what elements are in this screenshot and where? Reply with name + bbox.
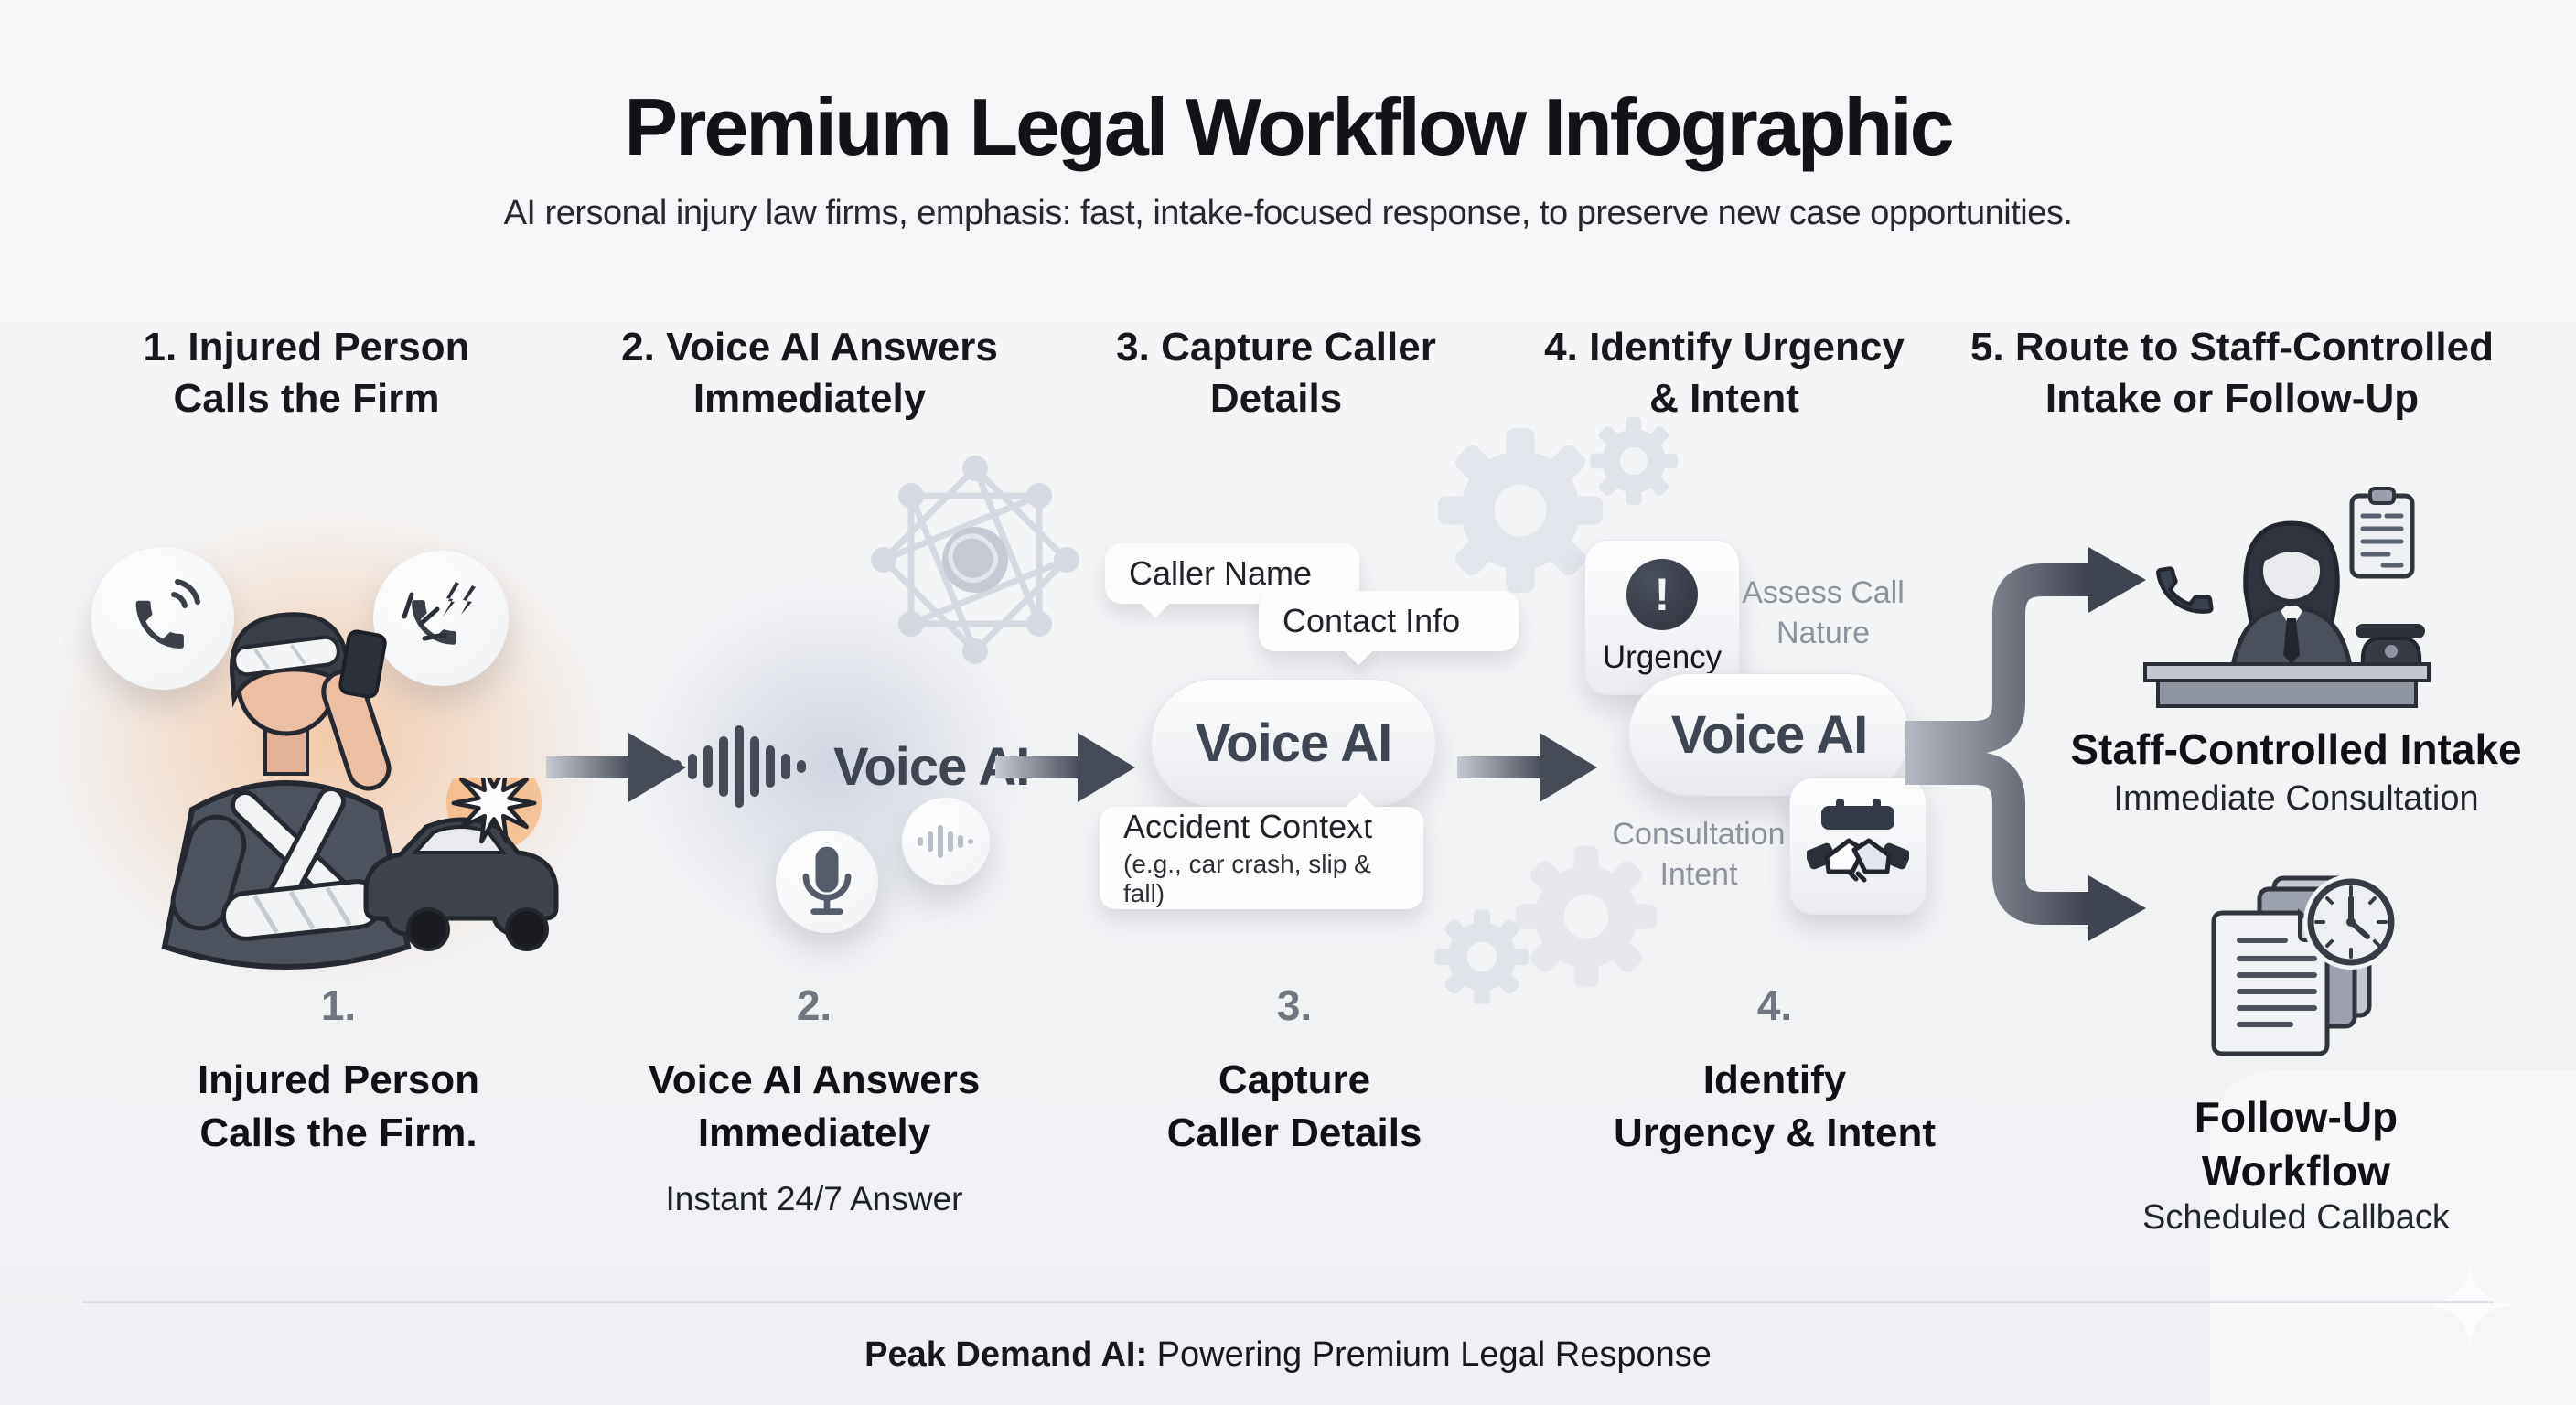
desk-phone-icon (2356, 624, 2425, 666)
microphone-badge (776, 831, 878, 933)
staff-intake-sub: Immediate Consultation (2113, 779, 2479, 818)
accident-context-label: Accident Context (1123, 808, 1373, 846)
arrow-icon (995, 733, 1135, 802)
accident-context-bubble: Accident Context (e.g., car crash, slip … (1100, 807, 1423, 909)
receptionist-desk-icon (2143, 487, 2431, 708)
neural-network-icon (871, 456, 1079, 664)
page-subtitle: AI rersonal injury law firms, emphasis: … (503, 194, 2073, 232)
step-header-5: 5. Route to Staff-Controlled Intake or F… (1970, 325, 2494, 421)
handshake-calendar-card (1789, 778, 1927, 915)
assess-call-nature-note: Assess Call Nature (1742, 575, 1905, 651)
caption-number: 3. (1276, 981, 1313, 1029)
head-bandage (232, 635, 340, 677)
sparkle-icon (2428, 1263, 2512, 1347)
phone-ringing-icon (135, 579, 200, 649)
urgency-label: Urgency (1602, 639, 1723, 675)
arrow-icon (546, 733, 686, 802)
handset-icon (2156, 566, 2214, 614)
documents-clock-icon (2211, 874, 2399, 1056)
caller-name-label: Caller Name (1129, 554, 1313, 592)
caption-number: 4. (1756, 981, 1793, 1029)
staff-intake-title: Staff-Controlled Intake (2070, 725, 2522, 773)
waveform-icon (672, 725, 806, 808)
lightning-bolts (443, 582, 476, 617)
phone-ringing-badge (91, 547, 234, 690)
tagline-text: Powering Premium Legal Response (1147, 1335, 1712, 1374)
voice-ai-pill-step4: Voice AI (1628, 673, 1910, 796)
caption-label: Voice AI Answers Immediately (648, 1057, 981, 1156)
step-header-2: 2. Voice AI Answers Immediately (621, 325, 998, 421)
caption-step-1: 1. Injured Person Calls the Firm. (101, 981, 576, 1160)
followup-sub: Scheduled Callback (2142, 1198, 2450, 1237)
caption-label: Identify Urgency & Intent (1613, 1057, 1937, 1156)
handshake-calendar-icon (1807, 799, 1909, 883)
exclamation-icon: ! (1626, 559, 1698, 630)
page-title: Premium Legal Workflow Infographic (624, 81, 1954, 172)
clock-icon (2303, 874, 2399, 970)
corner-decor (2210, 1070, 2576, 1405)
consultation-intent-note: Consultation Intent (1612, 817, 1786, 893)
accident-context-sub: (e.g., car crash, slip & fall) (1123, 849, 1371, 907)
footer-tagline: Peak Demand AI: Powering Premium Legal R… (0, 1335, 2576, 1375)
bandaged-forearm (220, 879, 383, 941)
followup-title: Follow-Up Workflow (2194, 1093, 2399, 1195)
mini-waveform-icon (918, 825, 973, 858)
voice-ai-label: Voice AI (1195, 713, 1392, 773)
brand-name: Peak Demand AI: (864, 1335, 1148, 1374)
step-header-1: 1. Injured Person Calls the Firm (143, 325, 470, 421)
contact-info-bubble: Contact Info (1259, 591, 1519, 651)
mobile-phone (338, 629, 387, 699)
caption-number: 1. (320, 981, 357, 1029)
arrow-icon (1457, 733, 1597, 802)
injured-person-illustration (161, 592, 447, 970)
footer-divider (82, 1301, 2494, 1303)
caption-step-2: 2. Voice AI Answers Immediately Instant … (576, 981, 1052, 1218)
caption-number: 2. (796, 981, 832, 1029)
step-header-3: 3. Capture Caller Details (1116, 325, 1436, 421)
caption-label: Capture Caller Details (1166, 1057, 1422, 1156)
caption-step-4: 4. Identify Urgency & Intent (1537, 981, 2012, 1160)
caption-step-3: 3. Capture Caller Details (1057, 981, 1532, 1160)
voice-ai-label: Voice AI (1670, 704, 1868, 765)
branch-arrows (1905, 547, 2146, 941)
mini-waveform-badge (902, 798, 990, 885)
step-header-4: 4. Identify Urgency & Intent (1544, 325, 1905, 421)
urgency-card: ! Urgency (1584, 540, 1740, 695)
clipboard-icon (2349, 487, 2415, 579)
exclamation-glyph: ! (1654, 569, 1670, 620)
caption-label: Injured Person Calls the Firm. (197, 1057, 480, 1156)
car-crash-icon (363, 778, 559, 951)
microphone-icon (802, 846, 852, 915)
caption-sub: Instant 24/7 Answer (665, 1180, 963, 1218)
staff-woman (2229, 520, 2354, 669)
crash-starburst (451, 778, 537, 844)
contact-info-label: Contact Info (1283, 602, 1461, 639)
desk (2143, 662, 2431, 708)
ring-sparks (402, 592, 447, 641)
voice-ai-pill-step3: Voice AI (1151, 679, 1436, 807)
